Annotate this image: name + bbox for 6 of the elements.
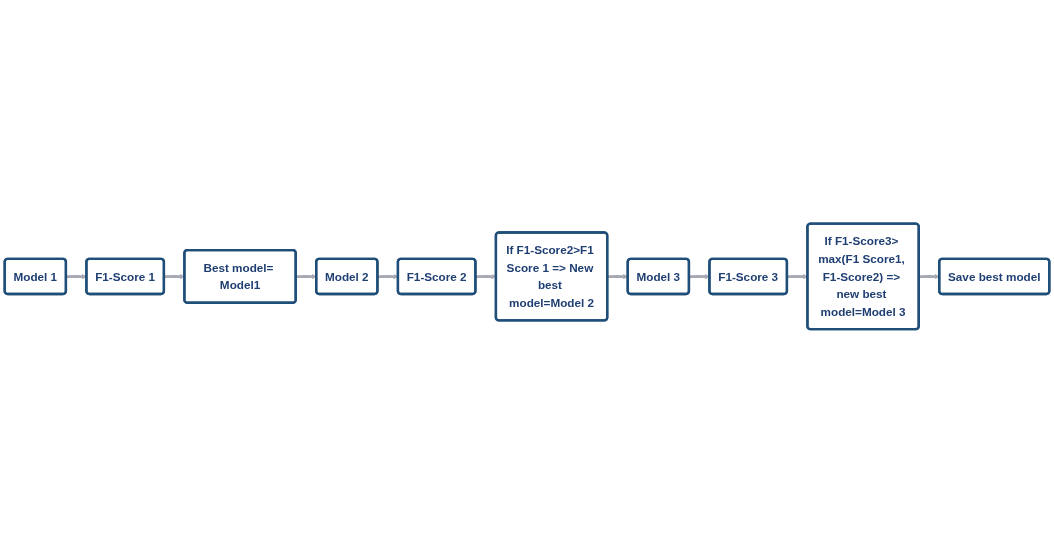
arrow [164,273,185,279]
arrow [787,273,808,279]
arrow [689,273,710,279]
arrow [919,273,940,279]
arrow [66,273,87,279]
arrow [295,273,317,279]
